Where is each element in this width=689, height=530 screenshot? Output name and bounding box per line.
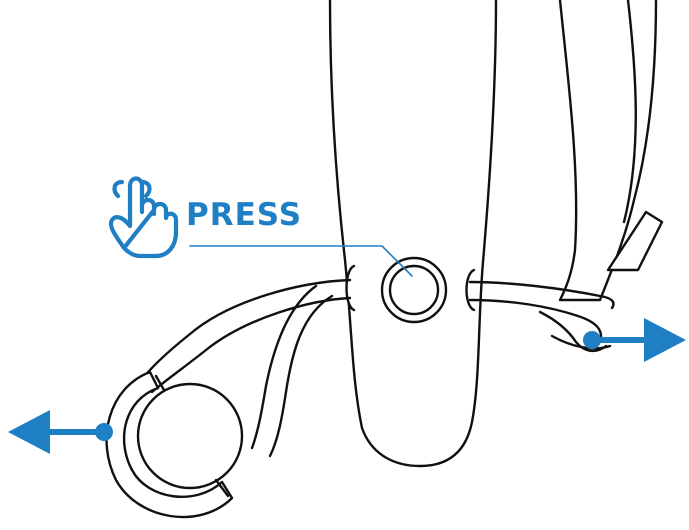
device-body bbox=[328, 0, 498, 468]
arrow-left-icon bbox=[8, 410, 113, 454]
press-button bbox=[380, 256, 448, 324]
left-slot bbox=[345, 264, 356, 312]
strap bbox=[558, 0, 664, 302]
left-ring bbox=[105, 370, 244, 519]
right-slot bbox=[465, 268, 476, 312]
arrow-right-icon bbox=[583, 318, 686, 362]
callout-leader-line bbox=[189, 245, 413, 277]
right-cable bbox=[468, 280, 615, 353]
press-label: PRESS bbox=[186, 197, 303, 233]
tap-hand-icon bbox=[108, 176, 179, 259]
left-cable bbox=[138, 278, 352, 458]
